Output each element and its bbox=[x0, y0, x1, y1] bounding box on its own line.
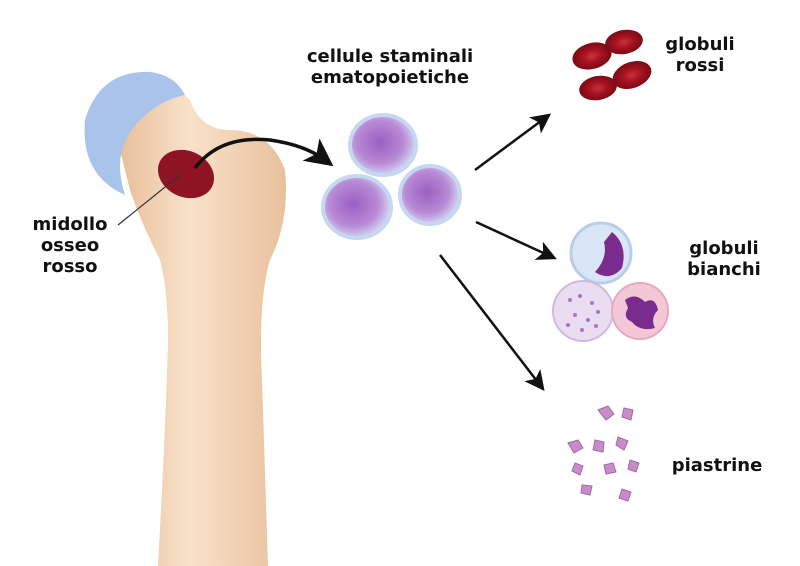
platelets bbox=[567, 405, 640, 502]
arrow-to-white-cells bbox=[475, 220, 557, 260]
marrow-pointer-line bbox=[117, 174, 181, 226]
marrow-to-stem-arrow bbox=[193, 137, 334, 170]
stem-cells bbox=[321, 113, 462, 240]
platelets-label: piastrine bbox=[671, 455, 763, 476]
cartilage-head bbox=[84, 71, 185, 195]
arrow-to-red-cells bbox=[474, 113, 552, 172]
red-cells-label: globuli rossi bbox=[665, 34, 735, 76]
femur-bone bbox=[84, 71, 286, 566]
white-cells-label: globuli bianchi bbox=[687, 238, 761, 280]
marrow-label: midollo osseo rosso bbox=[32, 214, 108, 277]
red-blood-cells bbox=[572, 29, 652, 101]
white-blood-cells bbox=[552, 221, 669, 342]
stem-cells-label: cellule staminali ematopoietiche bbox=[306, 46, 474, 88]
arrow-to-platelets bbox=[439, 254, 545, 391]
